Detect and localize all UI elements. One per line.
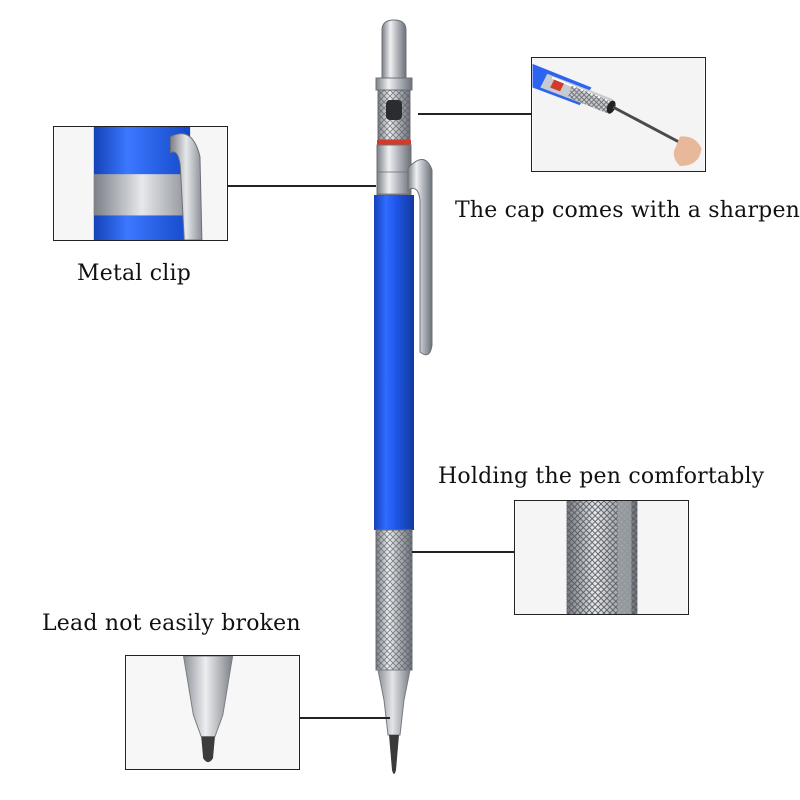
leader-line-sharpener	[418, 113, 532, 115]
leader-line-grip	[412, 551, 514, 553]
leader-line-lead	[300, 717, 390, 719]
sharpener-detail-image	[531, 57, 706, 172]
metal-clip-detail-image	[53, 126, 228, 241]
lead-tip-detail-image	[125, 655, 300, 770]
leader-line-clip	[228, 185, 376, 187]
grip-callout-label: Holding the pen comfortably	[438, 464, 765, 489]
clip-callout-label: Metal clip	[77, 261, 192, 286]
sharpener-callout-label: The cap comes with a sharpener	[455, 198, 800, 223]
lead-callout-label: Lead not easily broken	[42, 611, 301, 636]
grip-detail-image	[514, 500, 689, 615]
